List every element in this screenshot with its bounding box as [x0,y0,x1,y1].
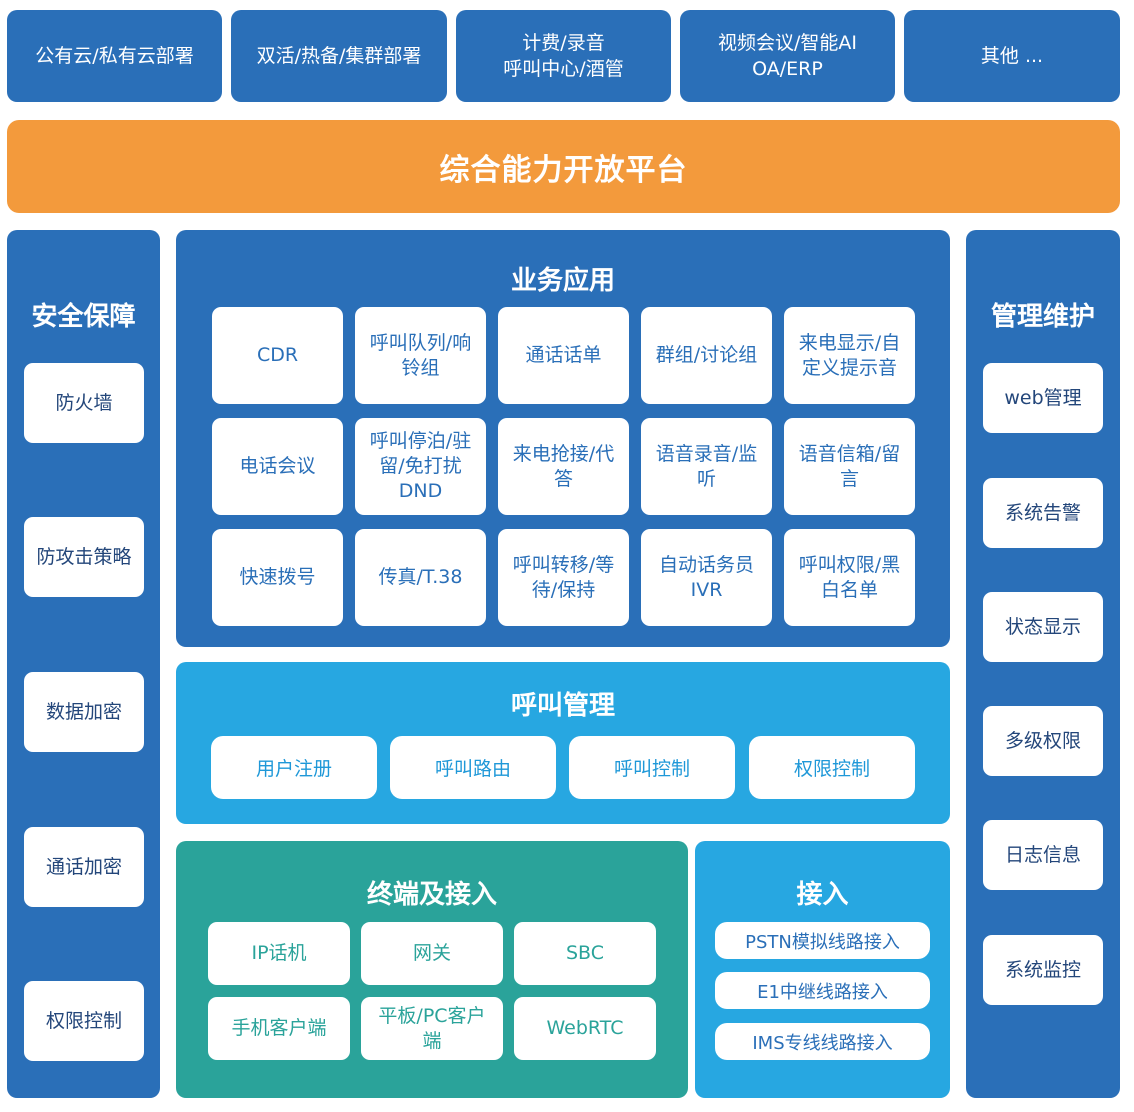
business-item: 呼叫权限/黑白名单 [784,529,915,626]
management-item: web管理 [983,363,1103,433]
top-app-label-line2: 呼叫中心/酒管 [503,58,624,80]
terminal-item: WebRTC [514,997,656,1060]
top-app-box: 双活/热备/集群部署 [231,10,447,102]
terminal-item: IP话机 [208,922,350,985]
terminal-item: 平板/PC客户端 [361,997,503,1060]
business-item: 电话会议 [212,418,343,515]
top-app-label: 其他 ... [980,45,1044,67]
terminal-item: 网关 [361,922,503,985]
top-app-box: 其他 ... [904,10,1120,102]
business-item: 语音录音/监听 [641,418,772,515]
security-item: 防火墙 [24,363,144,443]
business-item: 自动话务员IVR [641,529,772,626]
call-management-item: 用户注册 [211,736,377,799]
management-item: 系统告警 [983,478,1103,548]
platform-bar: 综合能力开放平台 [7,120,1120,213]
call-management-item: 呼叫控制 [569,736,735,799]
terminal-item: 手机客户端 [208,997,350,1060]
business-item: 快速拨号 [212,529,343,626]
management-item: 状态显示 [983,592,1103,662]
access-item: PSTN模拟线路接入 [715,922,930,959]
call-management-item: 权限控制 [749,736,915,799]
business-item: 通话话单 [498,307,629,404]
business-item: 群组/讨论组 [641,307,772,404]
security-title: 安全保障 [31,302,136,332]
top-app-label: 视频会议/智能AI [717,32,857,54]
business-item: 来电显示/自定义提示音 [784,307,915,404]
business-item: 呼叫队列/响铃组 [355,307,486,404]
top-app-label-line2: OA/ERP [752,58,823,80]
access-title: 接入 [796,880,849,910]
business-title: 业务应用 [510,266,615,296]
platform-title: 综合能力开放平台 [439,152,688,188]
security-item: 通话加密 [24,827,144,907]
management-item: 多级权限 [983,706,1103,776]
security-column [7,230,160,1098]
management-item: 日志信息 [983,820,1103,890]
top-app-box: 计费/录音 呼叫中心/酒管 [456,10,671,102]
business-item: 传真/T.38 [355,529,486,626]
call-management-title: 呼叫管理 [510,691,615,721]
top-app-label: 双活/热备/集群部署 [256,45,422,67]
access-item: IMS专线线路接入 [715,1023,930,1060]
terminal-title: 终端及接入 [366,880,497,910]
security-item: 防攻击策略 [24,517,144,597]
business-item: 呼叫停泊/驻留/免打扰DND [355,418,486,515]
top-app-label: 计费/录音 [522,32,605,54]
access-item: E1中继线路接入 [715,972,930,1009]
business-item: 语音信箱/留言 [784,418,915,515]
call-management-item: 呼叫路由 [390,736,556,799]
business-item: CDR [212,307,343,404]
security-item: 权限控制 [24,981,144,1061]
terminal-item: SBC [514,922,656,985]
security-item: 数据加密 [24,672,144,752]
business-item: 呼叫转移/等待/保持 [498,529,629,626]
top-app-label: 公有云/私有云部署 [35,45,194,67]
business-item: 来电抢接/代答 [498,418,629,515]
top-app-box: 视频会议/智能AI OA/ERP [680,10,895,102]
management-title: 管理维护 [990,302,1095,332]
top-app-box: 公有云/私有云部署 [7,10,222,102]
management-item: 系统监控 [983,935,1103,1005]
